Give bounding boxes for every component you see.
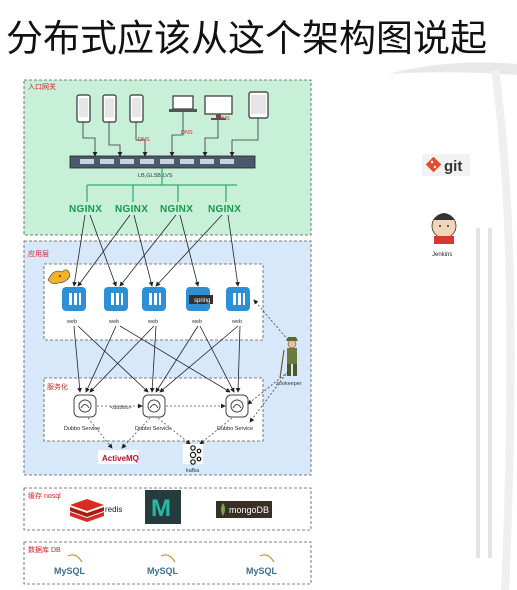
decorative-swoosh (388, 62, 517, 590)
web-label: web (66, 319, 77, 325)
nginx-web-links (72, 214, 240, 287)
memcached-label: M (151, 495, 171, 522)
phone-icon (76, 94, 91, 123)
zookeeper-label: zookeeper (276, 381, 302, 387)
jenkins-label: Jenkins (432, 252, 452, 258)
load-balancer-switch (69, 155, 256, 169)
device-links (82, 112, 259, 157)
dubbo-service-node (225, 394, 249, 418)
redis-label: redis (105, 505, 122, 514)
mysql-logo: MySQL (246, 554, 278, 576)
svg-text:spring: spring (194, 298, 210, 304)
activemq-logo: ActiveMQ (98, 450, 139, 464)
nginx-node: NGINX (160, 204, 193, 215)
tomcat-icon (47, 269, 71, 284)
memcached-icon: M (145, 490, 181, 524)
zookeeper-icon (279, 337, 298, 379)
web-node-spring: spring (186, 287, 213, 311)
laptop-icon (169, 95, 197, 112)
web-service-links (73, 325, 241, 393)
nginx-node: NGINX (69, 204, 102, 215)
web-node (62, 287, 86, 311)
web-node (104, 287, 128, 311)
nginx-node: NGINX (208, 204, 241, 215)
web-label: web (191, 319, 202, 325)
mongodb-label: mongoDB (229, 505, 269, 515)
activemq-label: ActiveMQ (102, 454, 139, 463)
nginx-node: NGINX (115, 204, 148, 215)
app-zone-label: 应用层 (28, 249, 49, 258)
mysql-label: MySQL (246, 566, 278, 576)
web-label: web (231, 319, 242, 325)
monitor-icon (204, 95, 233, 120)
dubbo-service-label: Dubbo Service (64, 426, 100, 432)
dubbo-service-node (73, 394, 97, 418)
db-zone (23, 541, 312, 585)
web-label: web (108, 319, 119, 325)
mongodb-logo: mongoDB (216, 501, 272, 518)
cache-zone-label: 缓存 nosql (28, 491, 61, 500)
mysql-logo: MySQL (147, 554, 179, 576)
kafka-icon (183, 444, 203, 465)
git-logo: git (422, 154, 470, 176)
dubbo-service-label: Dubbo Service (217, 426, 253, 432)
tablet-icon (248, 91, 269, 119)
phone-icon (129, 94, 144, 123)
dns-label: DNS (138, 137, 150, 143)
lb-nginx-links (86, 168, 237, 202)
web-node (142, 287, 166, 311)
gateway-zone-label: 入口网关 (28, 82, 56, 91)
redis-icon (70, 499, 104, 522)
phone-icon (102, 94, 117, 123)
service-zone-label: 服务化 (47, 382, 68, 391)
mysql-label: MySQL (54, 566, 86, 576)
zookeeper-links (247, 299, 289, 423)
dubbo-service-label: Dubbo Service (135, 426, 171, 432)
load-balancer-label: LB,GLSB,LVS (138, 173, 173, 179)
dubbo-link-label: <dubbo> (110, 405, 132, 411)
web-node (226, 287, 250, 311)
page-title: 分布式应该从这个架构图说起 (6, 17, 487, 60)
db-zone-label: 数据库 DB (28, 545, 61, 554)
git-label: git (444, 158, 462, 175)
dns-label: DNS (218, 116, 230, 122)
mysql-label: MySQL (147, 566, 179, 576)
dns-label: DNS (181, 130, 193, 136)
dubbo-service-node (142, 394, 166, 418)
mq-links (87, 417, 233, 449)
mysql-logo: MySQL (54, 554, 86, 576)
kafka-label: kafka (186, 468, 200, 474)
web-label: web (147, 319, 158, 325)
jenkins-logo (431, 213, 457, 244)
